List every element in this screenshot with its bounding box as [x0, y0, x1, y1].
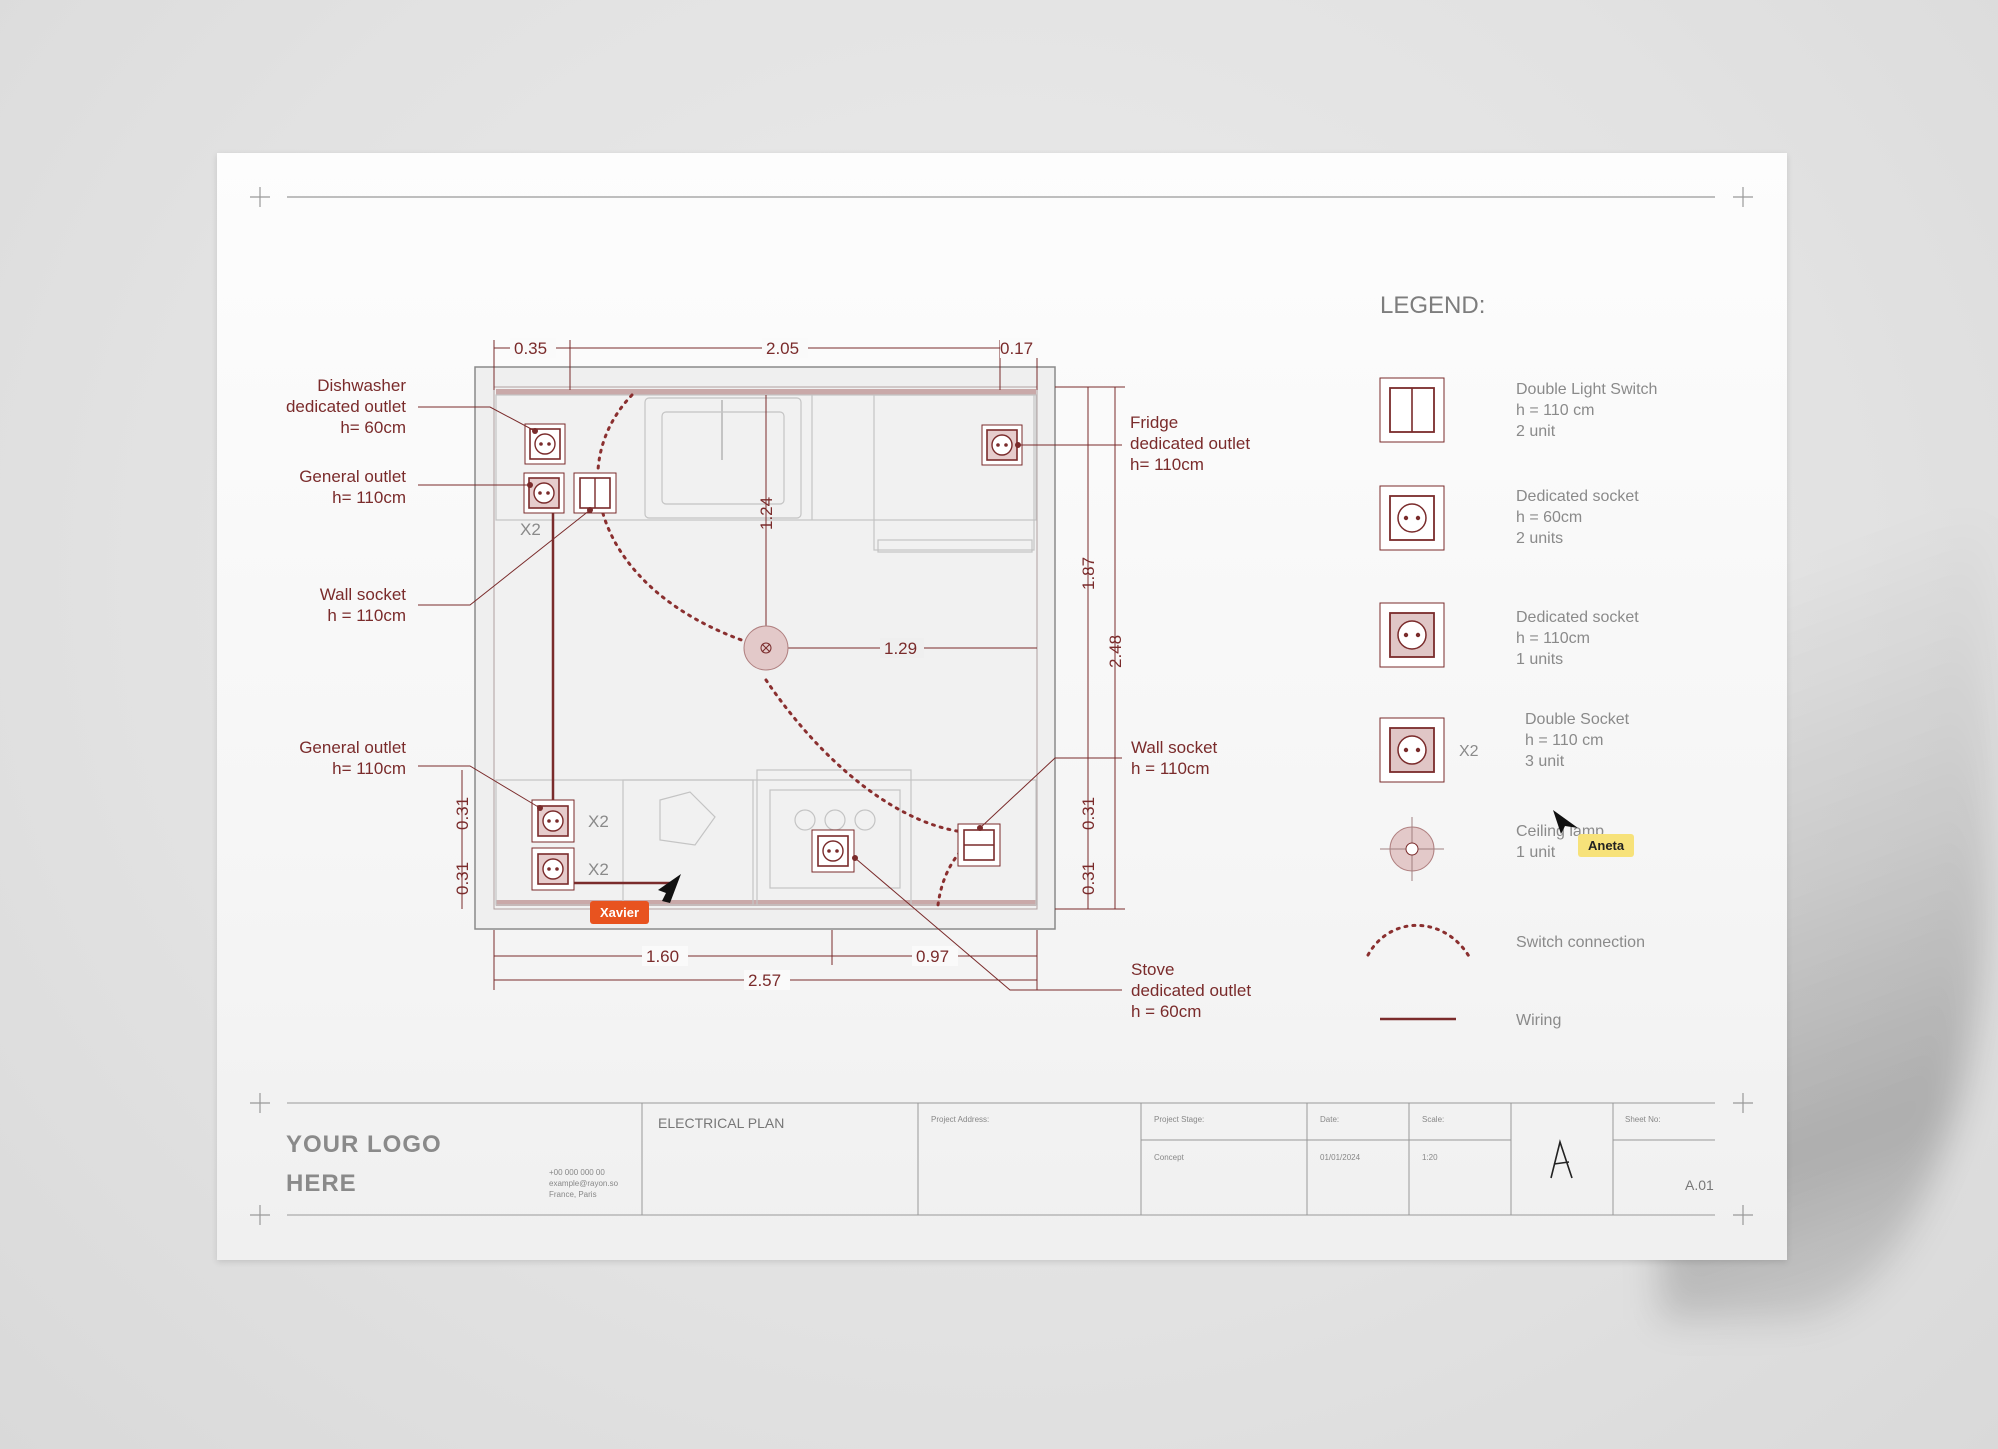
legend-item-2-line-3: 2 units — [1516, 530, 1563, 547]
callout-wall-socket-right-2: h = 110cm — [1131, 759, 1210, 778]
callout-stove-2: dedicated outlet — [1131, 981, 1251, 1000]
plan-multiplier-bottom-1: X2 — [588, 812, 609, 831]
ceiling-lamp-icon — [1380, 817, 1444, 881]
dedicated-socket-filled-icon — [1379, 602, 1445, 668]
legend-item-3-line-3: 1 units — [1516, 651, 1563, 668]
contact-email: example@rayon.so — [549, 1179, 619, 1188]
ceiling-lamp — [743, 625, 789, 671]
legend-item-4-line-3: 3 unit — [1525, 753, 1565, 770]
callout-dishwasher-1: Dishwasher — [317, 376, 406, 395]
callout-dots — [527, 428, 1021, 861]
plan-multiplier-bottom-2: X2 — [588, 860, 609, 879]
aneta-cursor-icon — [1553, 810, 1578, 834]
north-arrow-icon — [1550, 1139, 1573, 1179]
legend: LEGEND: Double Light Switch h = 110 cm 2… — [1366, 292, 1657, 1029]
dimension-labels: 0.35 2.05 0.17 1.24 1.87 2.48 1.29 0.31 … — [453, 338, 1125, 990]
switch-connection-icon — [1366, 923, 1472, 960]
general-outlet-bottom-2 — [531, 847, 575, 891]
dim-vertical-inner: 1.24 — [757, 497, 776, 530]
dim-left-lower: 0.31 — [453, 862, 472, 895]
callout-leaders — [418, 406, 1122, 991]
dim-left-upper: 0.31 — [453, 797, 472, 830]
callout-wall-socket-left-2: h = 110cm — [327, 606, 406, 625]
dim-right-lower: 0.31 — [1079, 862, 1098, 895]
legend-item-1-line-2: h = 110 cm — [1516, 402, 1594, 419]
callout-wall-socket-right-1: Wall socket — [1131, 738, 1218, 757]
title-block-grid — [287, 1102, 1715, 1216]
callout-stove-3: h = 60cm — [1131, 1002, 1201, 1021]
double-light-switch-top — [573, 472, 617, 514]
dim-vertical-total: 2.48 — [1106, 635, 1125, 668]
scale-label: Scale: — [1422, 1115, 1444, 1124]
stove-socket — [811, 829, 855, 873]
dim-top-left: 0.35 — [514, 339, 547, 358]
dim-lamp-horizontal: 1.29 — [884, 639, 917, 658]
legend-item-4-line-1: Double Socket — [1525, 711, 1630, 728]
callouts-left: Dishwasher dedicated outlet h= 60cm Gene… — [286, 376, 406, 778]
date-value: 01/01/2024 — [1320, 1153, 1361, 1162]
legend-item-3-line-2: h = 110cm — [1516, 630, 1590, 647]
legend-item-7-line-1: Wiring — [1516, 1012, 1561, 1029]
fridge-socket — [981, 424, 1023, 466]
contact-location: France, Paris — [549, 1190, 597, 1199]
callouts-right: Fridge dedicated outlet h= 110cm Wall so… — [1130, 413, 1251, 1021]
dim-right-upper: 0.31 — [1079, 797, 1098, 830]
dim-top-right: 0.17 — [1000, 339, 1033, 358]
callout-general-bottom-1: General outlet — [299, 738, 406, 757]
callout-stove-1: Stove — [1131, 960, 1174, 979]
date-label: Date: — [1320, 1115, 1339, 1124]
sheet-frame — [250, 187, 1753, 1225]
contact-phone: +00 000 000 00 — [549, 1168, 605, 1177]
legend-item-3-line-1: Dedicated socket — [1516, 609, 1639, 626]
dim-vertical-right: 1.87 — [1079, 557, 1098, 590]
drawing-title: ELECTRICAL PLAN — [658, 1115, 784, 1131]
dim-bottom-left: 1.60 — [646, 947, 679, 966]
aneta-cursor-tag: Aneta — [1578, 834, 1635, 857]
logo-line-2: HERE — [286, 1170, 357, 1197]
legend-item-4-multiplier: X2 — [1459, 743, 1479, 760]
project-stage-label: Project Stage: — [1154, 1115, 1204, 1124]
legend-item-2-line-2: h = 60cm — [1516, 509, 1582, 526]
double-light-switch-icon — [1379, 377, 1445, 443]
callout-fridge-3: h= 110cm — [1130, 455, 1204, 474]
double-socket-icon — [1379, 717, 1445, 783]
legend-item-1-line-3: 2 unit — [1516, 423, 1556, 440]
sheet-no-label: Sheet No: — [1625, 1115, 1661, 1124]
callout-fridge-2: dedicated outlet — [1130, 434, 1250, 453]
wall-switch-right — [957, 823, 1001, 867]
callout-wall-socket-left-1: Wall socket — [320, 585, 407, 604]
xavier-cursor-icon — [658, 874, 681, 903]
plan-multiplier-top: X2 — [520, 520, 541, 539]
callout-dishwasher-2: dedicated outlet — [286, 397, 406, 416]
legend-item-5-line-2: 1 unit — [1516, 844, 1556, 861]
xavier-cursor-tag: Xavier — [590, 901, 650, 924]
dim-bottom-total: 2.57 — [748, 971, 781, 990]
callout-fridge-1: Fridge — [1130, 413, 1178, 432]
legend-title: LEGEND: — [1380, 292, 1485, 319]
legend-item-2-line-1: Dedicated socket — [1516, 488, 1639, 505]
project-stage-value: Concept — [1154, 1153, 1185, 1162]
project-address-label: Project Address: — [931, 1115, 989, 1124]
dim-bottom-right: 0.97 — [916, 947, 949, 966]
sheet-no-value: A.01 — [1685, 1177, 1714, 1193]
callout-dishwasher-3: h= 60cm — [340, 418, 406, 437]
dedicated-socket-icon — [1379, 485, 1445, 551]
logo-line-1: YOUR LOGO — [286, 1131, 442, 1158]
legend-item-4-line-2: h = 110 cm — [1525, 732, 1603, 749]
title-block: YOUR LOGO HERE +00 000 000 00 example@ra… — [286, 1115, 1714, 1199]
switch-connections — [596, 393, 977, 907]
legend-item-1-line-1: Double Light Switch — [1516, 381, 1657, 398]
legend-item-6-line-1: Switch connection — [1516, 934, 1645, 951]
dim-top-middle: 2.05 — [766, 339, 799, 358]
scale-value: 1:20 — [1422, 1153, 1438, 1162]
callout-general-bottom-2: h= 110cm — [332, 759, 406, 778]
dishwasher-socket — [524, 423, 566, 465]
general-outlet-top — [523, 472, 565, 514]
callout-general-top-2: h= 110cm — [332, 488, 406, 507]
callout-general-top-1: General outlet — [299, 467, 406, 486]
plan-sockets — [523, 423, 1023, 891]
